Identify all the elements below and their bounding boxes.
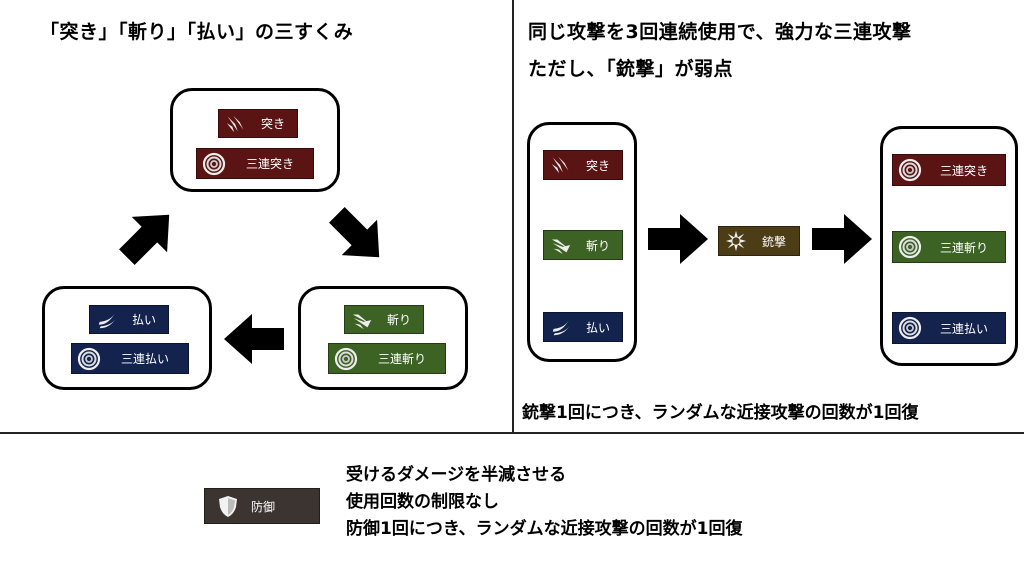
- claw-thrust-icon: [219, 110, 253, 137]
- gun-note: 銃撃1回につき、ランダムな近接攻撃の回数が1回復: [522, 403, 919, 423]
- right-panel-title-line2: ただし、「銃撃」が弱点: [528, 58, 734, 80]
- skill-sweep: 払い: [89, 305, 169, 334]
- skill-thrust: 突き: [218, 109, 298, 138]
- skill-gun: 銃撃: [718, 226, 800, 256]
- combo-thrust: 三連突き: [196, 148, 314, 179]
- left-panel-title: 「突き」「斬り」「払い」の三すくみ: [40, 21, 354, 43]
- skill-slash: 斬り: [344, 305, 424, 334]
- shield-icon: [205, 489, 251, 523]
- sweep-icon: [544, 313, 578, 341]
- guard-line-3: 防御1回につき、ランダムな近接攻撃の回数が1回復: [346, 519, 743, 539]
- guard-line-1: 受けるダメージを半減させる: [346, 465, 567, 485]
- sweep-group-box: 払い 三連払い: [42, 286, 212, 390]
- skill-thrust-label: 突き: [260, 117, 285, 131]
- slash-icon: [544, 231, 578, 259]
- output-combo-thrust-label: 三連突き: [939, 163, 988, 178]
- combo-sweep-label: 三連払い: [120, 352, 169, 366]
- guard-description: 受けるダメージを半減させる 使用回数の制限なし 防御1回につき、ランダムな近接攻…: [346, 462, 742, 543]
- skill-guard-label: 防御: [251, 499, 276, 514]
- arrow-icon: [322, 200, 394, 272]
- input-sweep-label: 払い: [585, 320, 610, 335]
- input-thrust-label: 突き: [585, 158, 610, 173]
- input-skills-box: 突き 斬り 払い: [527, 122, 637, 362]
- input-thrust: 突き: [543, 150, 623, 180]
- arrow-icon: [224, 314, 284, 364]
- spiral-icon: [893, 155, 927, 185]
- spiral-icon: [329, 344, 363, 373]
- spiral-icon: [72, 344, 106, 373]
- arrow-icon: [812, 214, 872, 264]
- combo-sweep: 三連払い: [71, 343, 189, 374]
- output-combo-slash-label: 三連斬り: [939, 240, 988, 255]
- combo-thrust-label: 三連突き: [245, 157, 294, 171]
- input-sweep: 払い: [543, 312, 623, 342]
- horizontal-divider: [0, 432, 1024, 434]
- input-slash: 斬り: [543, 230, 623, 260]
- output-combos-box: 三連突き 三連斬り 三連払い: [880, 126, 1018, 366]
- output-combo-thrust: 三連突き: [892, 154, 1006, 186]
- spiral-icon: [893, 313, 927, 343]
- skill-gun-label: 銃撃: [761, 234, 786, 249]
- thrust-group-box: 突き 三連突き: [170, 88, 340, 192]
- input-slash-label: 斬り: [585, 238, 610, 253]
- vertical-divider: [512, 0, 514, 432]
- spiral-icon: [893, 232, 927, 262]
- skill-slash-label: 斬り: [386, 313, 411, 327]
- output-combo-slash: 三連斬り: [892, 231, 1006, 263]
- right-panel-title-line1: 同じ攻撃を3回連続使用で、強力な三連攻撃: [528, 21, 912, 43]
- slash-group-box: 斬り 三連斬り: [298, 286, 468, 390]
- sweep-icon: [90, 306, 124, 333]
- arrow-icon: [112, 200, 184, 272]
- arrow-icon: [648, 214, 708, 264]
- combo-slash-label: 三連斬り: [377, 352, 426, 366]
- combo-slash: 三連斬り: [328, 343, 446, 374]
- output-combo-sweep-label: 三連払い: [939, 321, 988, 336]
- skill-sweep-label: 払い: [131, 313, 156, 327]
- guard-line-2: 使用回数の制限なし: [346, 492, 499, 512]
- skill-guard: 防御: [204, 488, 320, 524]
- burst-icon: [719, 227, 753, 255]
- claw-thrust-icon: [544, 151, 578, 179]
- output-combo-sweep: 三連払い: [892, 312, 1006, 344]
- spiral-icon: [197, 149, 231, 178]
- slash-icon: [345, 306, 379, 333]
